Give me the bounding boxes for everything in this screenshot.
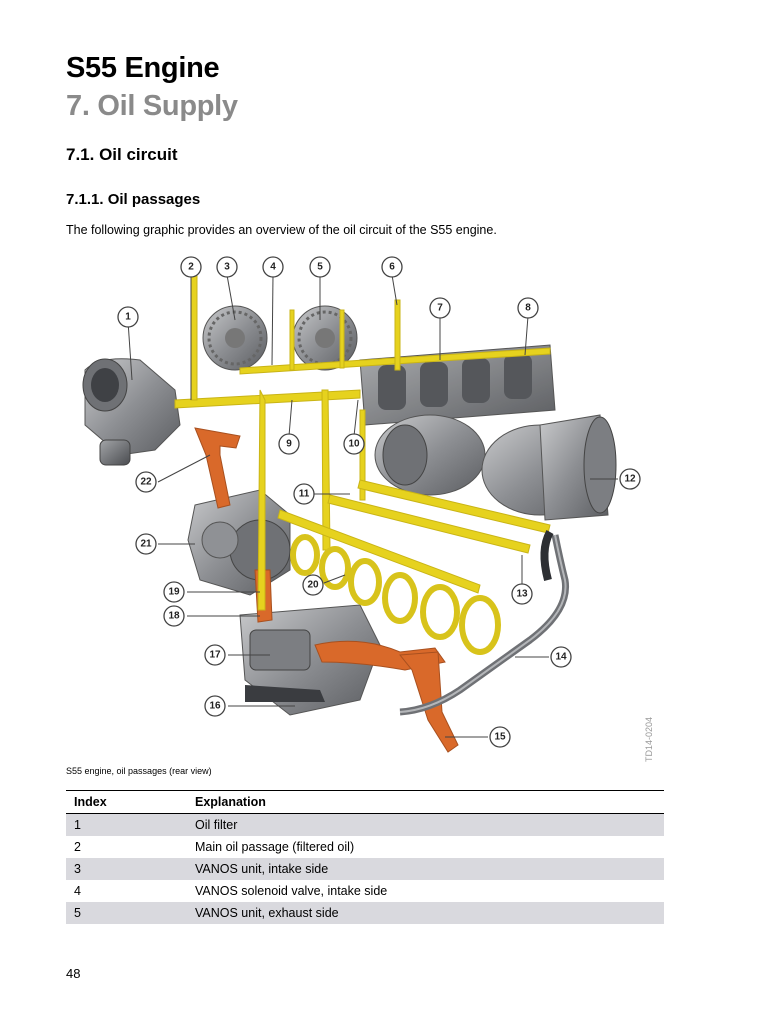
row-index: 3 (66, 858, 187, 880)
callout-9: 9 (278, 433, 300, 455)
row-explanation: VANOS unit, exhaust side (187, 902, 664, 924)
callout-6: 6 (381, 256, 403, 278)
svg-text:5: 5 (317, 262, 323, 273)
svg-text:19: 19 (168, 587, 180, 598)
svg-text:1: 1 (125, 312, 131, 323)
row-index: 5 (66, 902, 187, 924)
subsection-title: 7.1.1. Oil passages (66, 191, 201, 208)
intake-vanos-sprocket (202, 305, 268, 371)
row-explanation: Main oil passage (filtered oil) (195, 840, 355, 854)
svg-text:15: 15 (494, 732, 506, 743)
svg-text:9: 9 (286, 439, 292, 450)
svg-text:16: 16 (209, 701, 221, 712)
table-row: 1 Oil filter (66, 813, 664, 836)
figure-caption: S55 engine, oil passages (rear view) (66, 766, 212, 776)
callout-8: 8 (517, 297, 539, 319)
callout-10: 10 (343, 433, 365, 455)
section-title: 7.1. Oil circuit (66, 145, 178, 164)
row-explanation: Oil filter (187, 813, 664, 836)
callout-3: 3 (216, 256, 238, 278)
callout-12: 12 (619, 468, 641, 490)
table-header-row: Index Explanation (66, 790, 664, 814)
turbochargers (374, 414, 617, 521)
svg-text:17: 17 (209, 650, 221, 661)
document-title: S55 Engine (66, 52, 220, 84)
callout-21: 21 (135, 533, 157, 555)
callout-13: 13 (511, 583, 533, 605)
index-table: Index Explanation 1 Oil filter 2 Main oi… (66, 790, 664, 924)
table-row: 4 VANOS solenoid valve, intake side (66, 880, 664, 902)
callout-1: 1 (117, 306, 139, 328)
table-row: 3 VANOS unit, intake side (66, 858, 664, 880)
svg-text:7: 7 (437, 303, 443, 314)
svg-text:11: 11 (299, 489, 310, 500)
svg-text:13: 13 (516, 589, 528, 600)
svg-text:14: 14 (555, 652, 567, 663)
exhaust-ports (359, 344, 556, 426)
table-row: 5 VANOS unit, exhaust side (66, 902, 664, 924)
row-explanation: VANOS solenoid valve, intake side (195, 884, 388, 898)
svg-text:22: 22 (140, 477, 152, 488)
row-index: 1 (66, 813, 187, 836)
callout-22: 22 (135, 471, 157, 493)
svg-text:8: 8 (525, 303, 531, 314)
callout-18: 18 (163, 605, 185, 627)
svg-text:18: 18 (168, 611, 180, 622)
callout-leaders (127, 274, 618, 738)
callout-7: 7 (429, 297, 451, 319)
callout-19: 19 (163, 581, 185, 603)
index-column-header: Index (66, 790, 187, 814)
chapter-title: 7. Oil Supply (66, 90, 238, 122)
svg-text:3: 3 (224, 262, 230, 273)
oil-circuit-illustration: 1 2 3 4 5 6 7 8 9 10 11 12 13 14 15 16 1… (82, 256, 654, 762)
callout-4: 4 (262, 256, 284, 278)
vacuum-pump (187, 489, 291, 596)
callout-11: 11 (293, 483, 315, 505)
crankshaft-bearing-oil-rings (290, 534, 501, 655)
svg-text:12: 12 (624, 474, 636, 485)
turbo-return-line (540, 530, 554, 582)
svg-text:6: 6 (389, 262, 395, 273)
exhaust-vanos-sprocket (292, 305, 358, 371)
callout-16: 16 (204, 695, 226, 717)
page-number: 48 (66, 966, 81, 981)
svg-text:2: 2 (188, 262, 194, 273)
table-row: 2 Main oil passage (filtered oil) (66, 836, 664, 858)
explanation-column-header: Explanation (187, 790, 664, 814)
svg-text:20: 20 (307, 580, 319, 591)
callout-17: 17 (204, 644, 226, 666)
svg-text:4: 4 (270, 262, 276, 273)
callout-14: 14 (550, 646, 572, 668)
callout-15: 15 (489, 726, 511, 748)
callout-2: 2 (180, 256, 202, 278)
svg-text:10: 10 (348, 439, 360, 450)
svg-text:21: 21 (140, 539, 152, 550)
callout-20: 20 (302, 574, 324, 596)
filtered-oil-passages (174, 265, 551, 611)
intro-paragraph: The following graphic provides an overvi… (66, 223, 497, 237)
row-explanation: VANOS unit, intake side (187, 858, 664, 880)
oil-passages-figure: 1 2 3 4 5 6 7 8 9 10 11 12 13 14 15 16 1… (60, 250, 670, 770)
callout-5: 5 (309, 256, 331, 278)
row-index: 4 (74, 884, 81, 898)
row-index: 2 (74, 840, 81, 854)
image-code: TD14-0204 (644, 717, 654, 762)
oil-filter-housing (82, 358, 181, 466)
